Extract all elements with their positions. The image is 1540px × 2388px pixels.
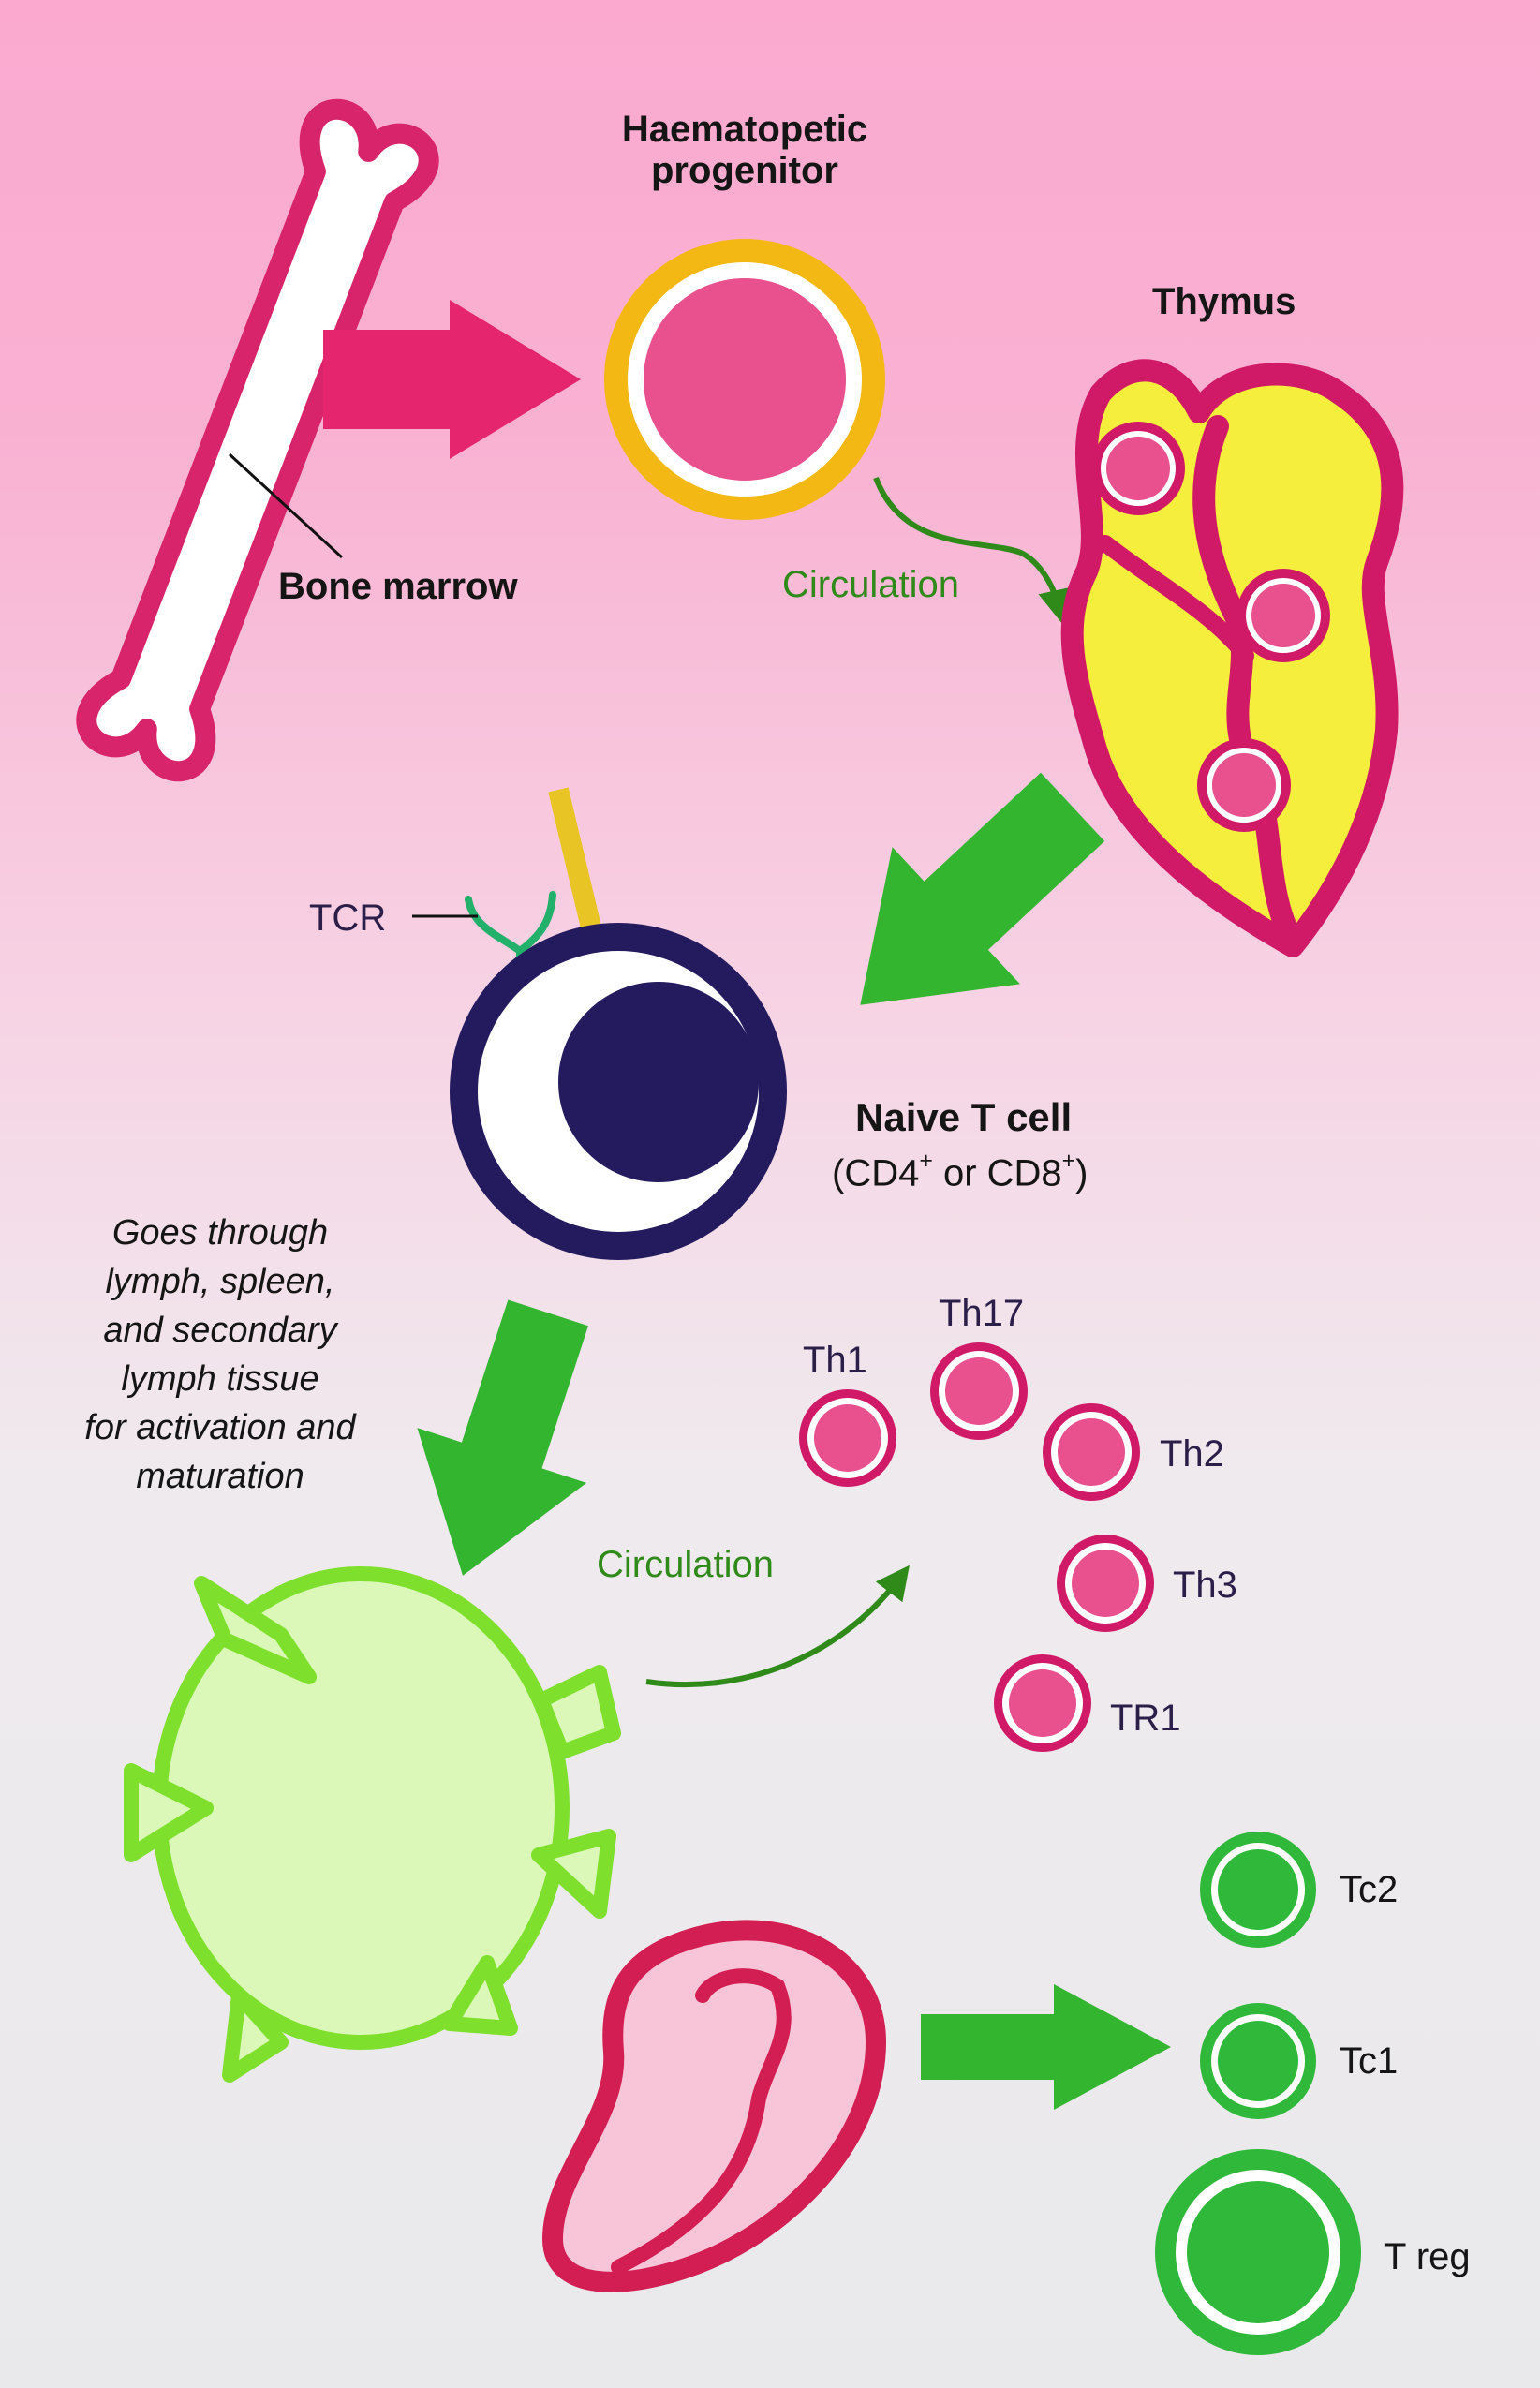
treg-cell (1155, 2149, 1361, 2355)
th3-label: Th3 (1173, 1565, 1237, 1606)
arrow-bone-to-progenitor (323, 300, 581, 459)
haematopoietic-progenitor-cell (604, 239, 885, 520)
haematopoietic-label-line-1: Haematopetic (621, 109, 868, 150)
circulation-arrow-bottom (645, 1565, 910, 1687)
note-line-6: maturation (136, 1457, 304, 1496)
arrow-naive-to-lymph-node (417, 1299, 588, 1576)
note-line-2: lymph, spleen, (105, 1262, 335, 1301)
nucleus (558, 982, 759, 1182)
th2-label: Th2 (1160, 1433, 1224, 1475)
bone-marrow-pointer (228, 452, 344, 559)
arrow-thymus-to-naive-t-cell (860, 772, 1105, 1005)
tc1-label: Tc1 (1340, 2040, 1399, 2082)
naive-sub-plus-2: + (1061, 1149, 1076, 1175)
circulation-label-top: Circulation (782, 564, 959, 605)
treg-label: T reg (1384, 2236, 1471, 2277)
lymph-node-icon (124, 1566, 621, 2083)
bone-icon (76, 98, 439, 782)
cd-co-receptor (548, 787, 607, 954)
tr1-label: TR1 (1110, 1698, 1181, 1739)
th1-cell (799, 1389, 896, 1487)
tc1-cell (1200, 2003, 1316, 2119)
note-line-1: Goes through (111, 1213, 329, 1253)
circulation-label-bottom: Circulation (597, 1544, 774, 1585)
thymocyte (1197, 738, 1291, 832)
naive-sub-plus-1: + (919, 1149, 933, 1175)
tr1-cell (994, 1654, 1091, 1752)
note-line-5: for activation and (84, 1408, 356, 1447)
thymocyte (1236, 569, 1330, 662)
naive-sub-close: ) (1075, 1152, 1088, 1194)
naive-t-cell (412, 787, 787, 1260)
tc2-cell (1200, 1832, 1316, 1948)
activation-note: Goes through lymph, spleen, and secondar… (37, 1209, 403, 1501)
haematopoietic-label-line-2: progenitor (651, 150, 838, 191)
arrow-spleen-to-tc (921, 1984, 1171, 2110)
thymocyte (1091, 422, 1185, 515)
haematopoietic-progenitor-label: Haematopetic progenitor (595, 109, 895, 191)
th1-label: Th1 (803, 1340, 867, 1381)
th3-cell (1057, 1535, 1154, 1632)
th2-cell (1043, 1403, 1140, 1501)
note-line-4: lymph tissue (121, 1359, 319, 1399)
naive-sub-cd8: or CD8 (932, 1152, 1062, 1194)
tc2-label: Tc2 (1340, 1869, 1399, 1910)
circulation-arrow-top (873, 476, 1072, 624)
naive-t-cell-subtitle: (CD4+ or CD8+) (832, 1149, 1088, 1194)
bone-marrow-label: Bone marrow (278, 566, 518, 607)
thymus-icon (1060, 359, 1404, 957)
tcr-label: TCR (309, 897, 387, 939)
th17-label: Th17 (939, 1293, 1025, 1334)
note-line-3: and secondary (103, 1311, 337, 1350)
naive-t-cell-label: Naive T cell (855, 1095, 1073, 1139)
spleen-icon (542, 1920, 886, 2292)
th17-cell (930, 1342, 1028, 1440)
thymus-label: Thymus (1152, 281, 1296, 322)
naive-sub-cd4: (CD4 (832, 1152, 920, 1194)
